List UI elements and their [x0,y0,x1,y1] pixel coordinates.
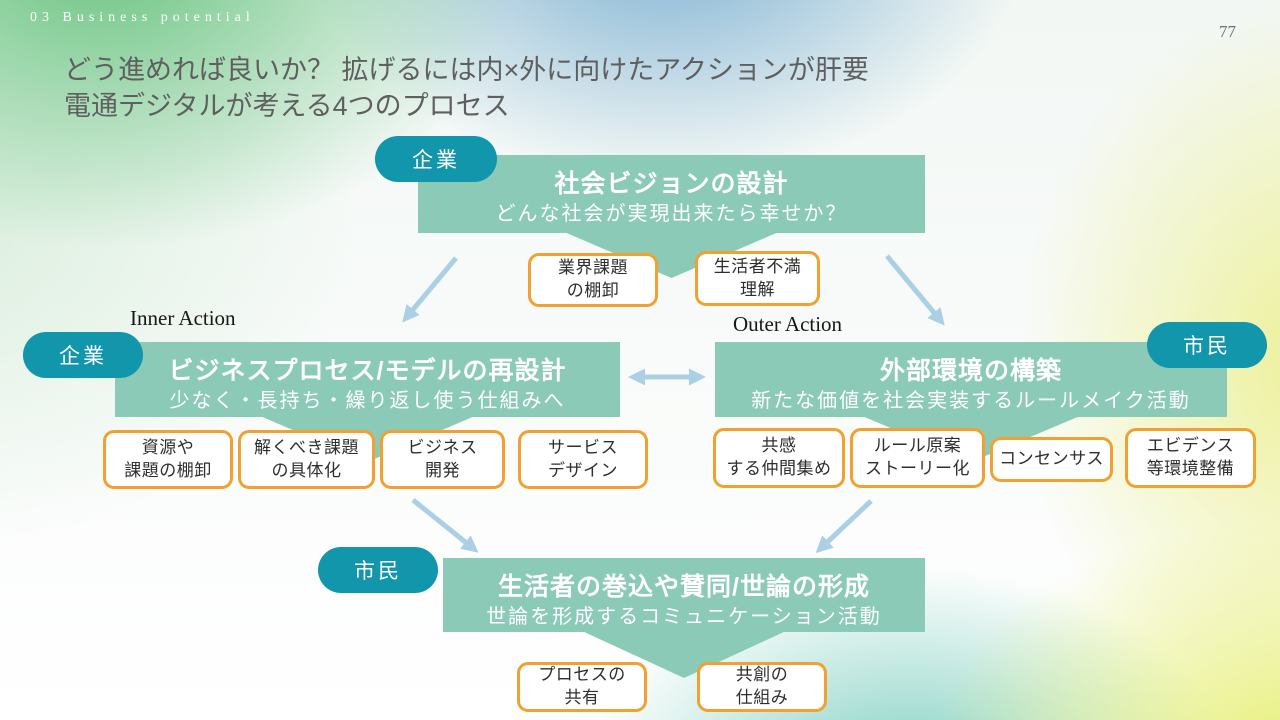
actor-badge-citizen-right: 市民 [1147,322,1267,368]
slide-title-line1: どう進めれば良いか？ 拡げるには内×外に向けたアクションが肝要 [64,55,869,85]
actor-badge-company-left: 企業 [23,332,143,378]
opinion-banner-title: 生活者の巻込や賛同/世論の形成 [498,573,870,601]
process-chip-business-development: ビジネス 開発 [380,430,505,489]
process-chip-consumer-dissatisfaction: 生活者不満 理解 [695,251,820,306]
process-chip-resources-inventory: 資源や 課題の棚卸 [103,430,233,489]
vision-banner-subtitle: どんな社会が実現出来たら幸せか？ [495,203,848,225]
page-number: 77 [1219,22,1236,41]
inner-banner-subtitle: 少なく・長持ち・繰り返し使う仕組みへ [169,390,566,412]
slide-title: どう進めれば良いか？ 拡げるには内×外に向けたアクションが肝要 電通デジタルが考… [64,52,869,124]
opinion-banner-subtitle: 世論を形成するコミュニケーション活動 [486,606,882,628]
process-chip-problem-definition: 解くべき課題 の具体化 [238,430,375,489]
outer-banner-title: 外部環境の構築 [879,357,1062,385]
arrow-vision-to-inner [402,256,458,323]
actor-badge-citizen-bottom: 市民 [318,547,438,593]
actor-badge-company-top: 企業 [375,136,497,182]
process-chip-industry-issues: 業界課題 の棚卸 [528,253,658,307]
process-chip-service-design: サービス デザイン [518,430,648,489]
arrow-inner-to-opinion [411,498,479,553]
process-chip-cocreation-scheme: 共創の 仕組み [697,662,827,712]
process-chip-rule-draft-story: ルール原案 ストーリー化 [850,428,985,488]
process-chip-consensus: コンセンサス [990,437,1113,482]
process-chip-evidence-environment: エビデンス 等環境整備 [1125,428,1256,488]
inner-action-label: Inner Action [130,306,236,330]
process-chip-process-sharing: プロセスの 共有 [517,662,647,712]
inner-banner-title: ビジネスプロセス/モデルの再設計 [168,357,567,385]
opinion-banner: 生活者の巻込や賛同/世論の形成 世論を形成するコミュニケーション活動 [443,558,925,678]
arrow-vision-to-outer [885,254,945,326]
slide-title-line2: 電通デジタルが考える4つのプロセス [64,91,510,121]
process-chip-gather-supporters: 共感 する仲間集め [713,428,845,488]
section-kicker: 03 Business potential [30,10,255,25]
outer-action-label: Outer Action [733,312,843,336]
outer-banner-subtitle: 新たな価値を社会実装するルールメイク活動 [751,390,1191,412]
vision-banner-title: 社会ビジョンの設計 [554,170,789,198]
arrow-outer-to-opinion [815,499,873,554]
vision-banner: 社会ビジョンの設計 どんな社会が実現出来たら幸せか？ [418,155,925,278]
